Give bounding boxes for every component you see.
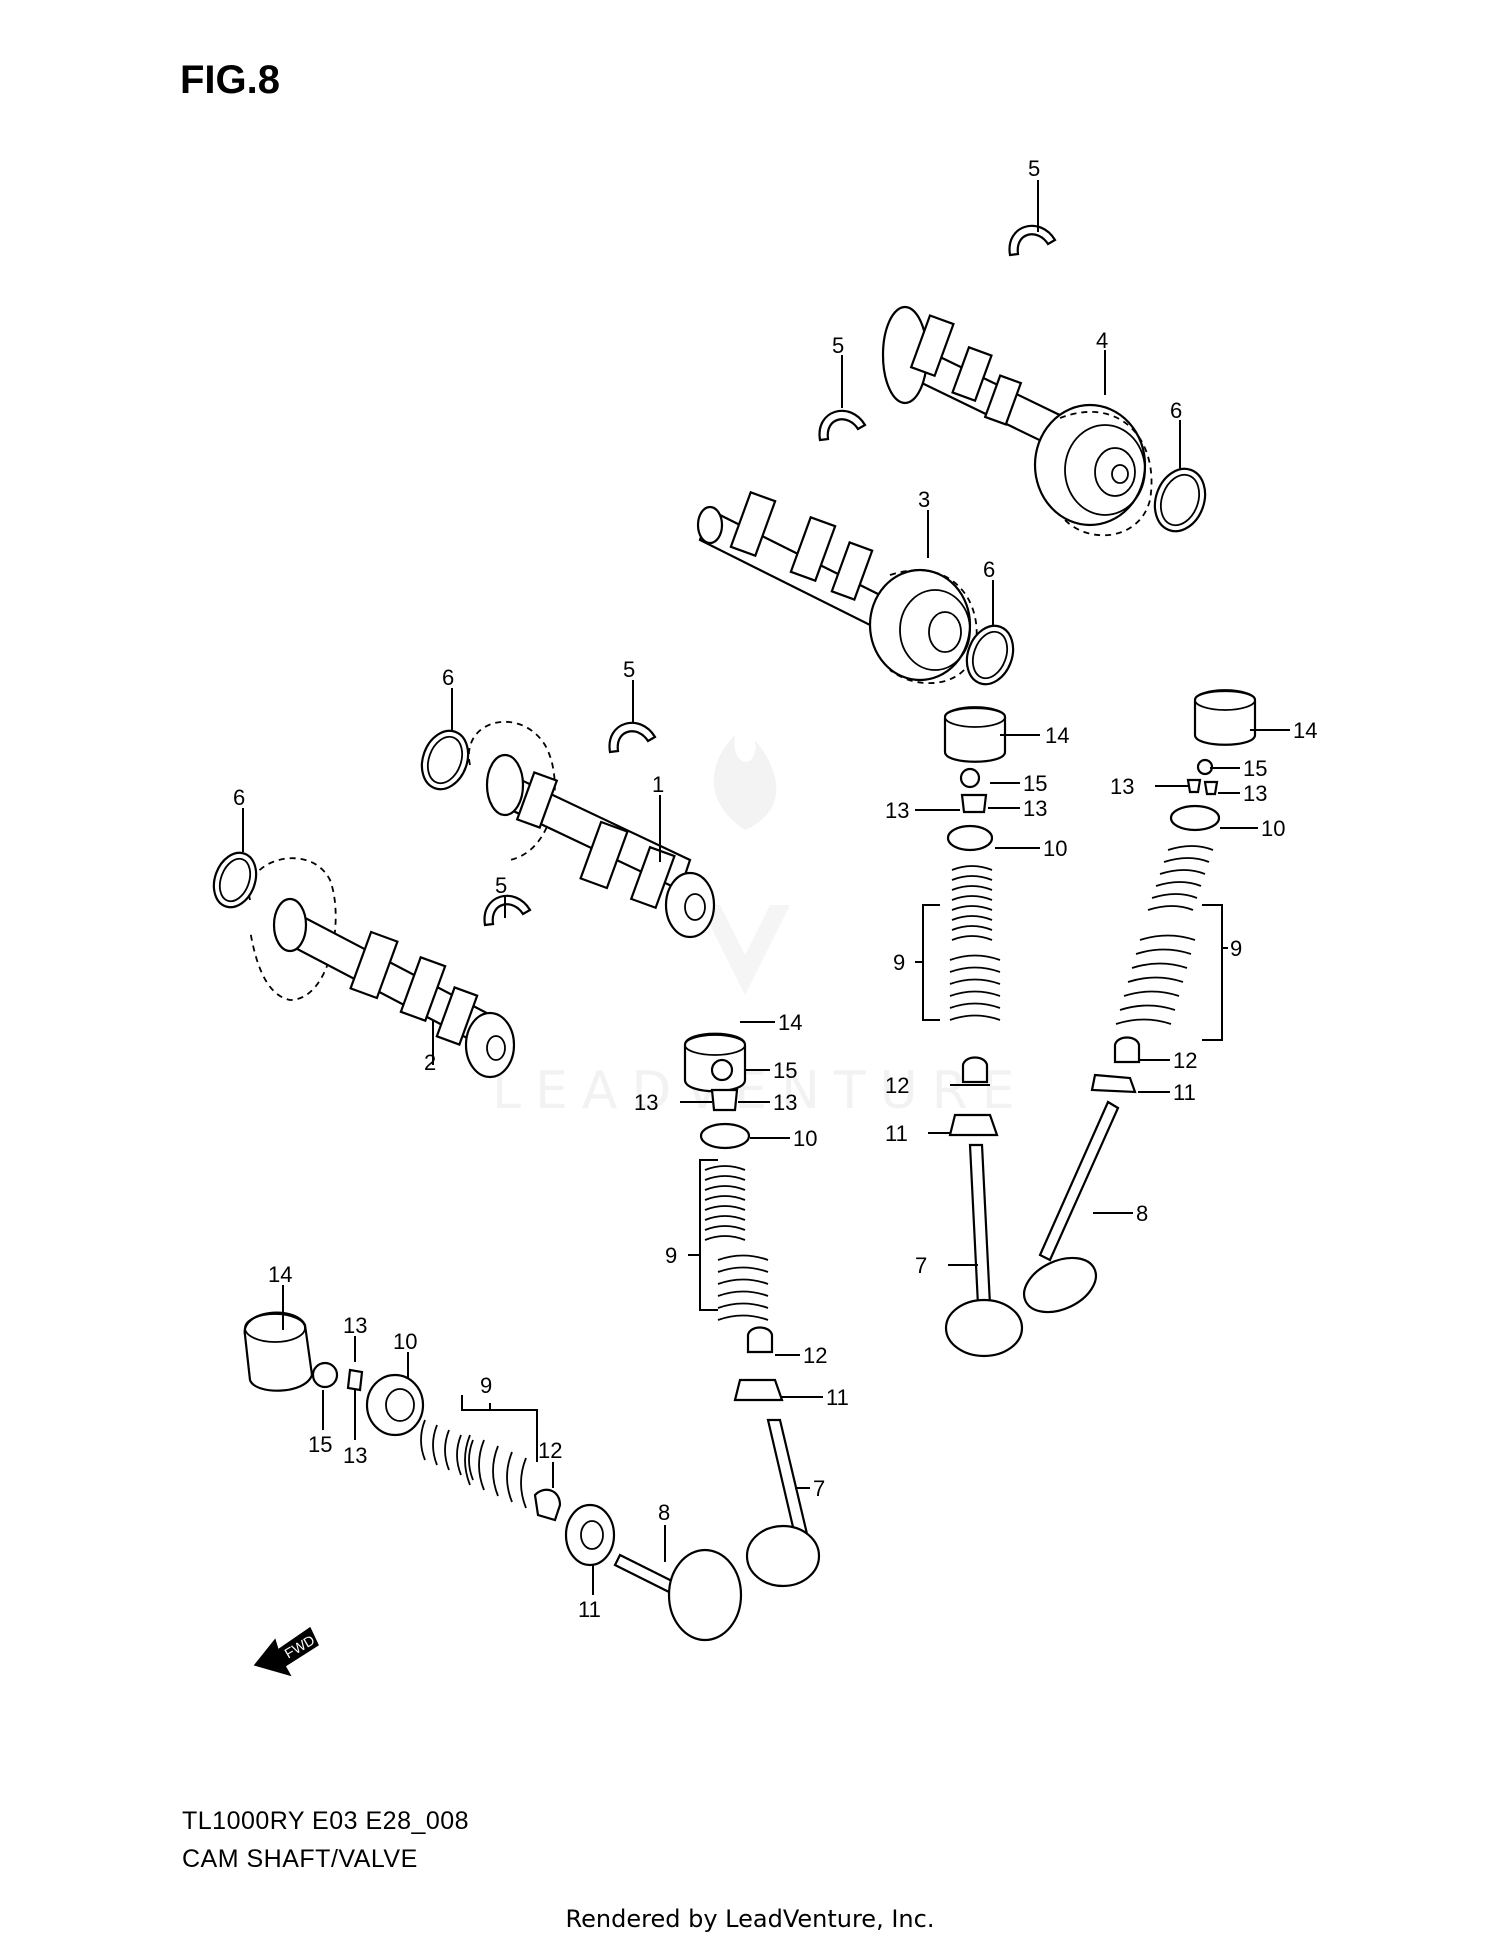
callout-8: 8: [658, 1500, 670, 1525]
callout-5: 5: [623, 657, 635, 682]
callout-3: 3: [918, 487, 930, 512]
callout-14: 14: [1045, 723, 1069, 748]
callout-12: 12: [803, 1343, 827, 1368]
fwd-arrow-icon: FWD: [253, 1626, 319, 1677]
callout-14: 14: [1293, 718, 1317, 743]
callout-13: 13: [343, 1313, 367, 1338]
callout-15: 15: [1243, 756, 1267, 781]
callout-2: 2: [424, 1050, 436, 1075]
leader-lines: [242, 180, 1290, 1595]
callout-8: 8: [1136, 1201, 1148, 1226]
callout-9: 9: [665, 1243, 677, 1268]
callout-13: 13: [634, 1090, 658, 1115]
callout-14: 14: [778, 1010, 802, 1035]
callout-13: 13: [343, 1443, 367, 1468]
valve-stack-d: [243, 1311, 743, 1642]
callout-6: 6: [1170, 398, 1182, 423]
callout-13: 13: [1110, 774, 1134, 799]
valve-stack-a: [683, 1032, 821, 1588]
callout-14: 14: [268, 1262, 292, 1287]
watermark-logo: LEADVENTURE: [492, 735, 1015, 1121]
camshaft-2: [248, 857, 516, 1079]
camshaft-1: [467, 720, 716, 939]
valve-stack-c: [1022, 689, 1257, 1314]
callout-13: 13: [885, 798, 909, 823]
callout-9: 9: [480, 1373, 492, 1398]
callout-12: 12: [885, 1073, 909, 1098]
valve-stack-b: [943, 706, 1024, 1358]
callout-10: 10: [793, 1126, 817, 1151]
callout-12: 12: [538, 1438, 562, 1463]
callout-13: 13: [1243, 781, 1267, 806]
clip-5: [483, 224, 1057, 927]
callout-4: 4: [1096, 328, 1108, 353]
callout-12: 12: [1173, 1048, 1197, 1073]
callout-13: 13: [773, 1090, 797, 1115]
snap-ring-6: [212, 467, 1207, 909]
callout-6: 6: [233, 785, 245, 810]
callout-7: 7: [813, 1476, 825, 1501]
callout-11: 11: [578, 1597, 601, 1622]
callout-10: 10: [1043, 836, 1067, 861]
callout-11: 11: [885, 1121, 908, 1146]
diagram-subtitle: CAM SHAFT/VALVE: [182, 1845, 418, 1873]
callout-1: 1: [652, 772, 664, 797]
callout-labels: 5 5 4 6 3 6 5 6 6 1 5 2 14 15 13 13 10 9…: [233, 156, 1317, 1622]
callout-10: 10: [393, 1329, 417, 1354]
callout-5: 5: [1028, 156, 1040, 181]
callout-15: 15: [773, 1058, 797, 1083]
callout-5: 5: [495, 873, 507, 898]
callout-10: 10: [1261, 816, 1285, 841]
callout-13: 13: [1023, 796, 1047, 821]
callout-6: 6: [442, 665, 454, 690]
figure-title: FIG.8: [180, 58, 281, 102]
callout-11: 11: [826, 1385, 849, 1410]
camshaft-4: [881, 305, 1153, 537]
model-code: TL1000RY E03 E28_008: [182, 1807, 470, 1835]
callout-7: 7: [915, 1253, 927, 1278]
callout-6: 6: [983, 557, 995, 582]
rendered-by-credit: Rendered by LeadVenture, Inc.: [565, 1905, 935, 1933]
callout-15: 15: [308, 1432, 332, 1457]
callout-5: 5: [832, 333, 844, 358]
camshaft-3: [696, 490, 978, 685]
callout-9: 9: [893, 950, 905, 975]
callout-15: 15: [1023, 771, 1047, 796]
callout-9: 9: [1230, 936, 1242, 961]
callout-11: 11: [1173, 1080, 1196, 1105]
